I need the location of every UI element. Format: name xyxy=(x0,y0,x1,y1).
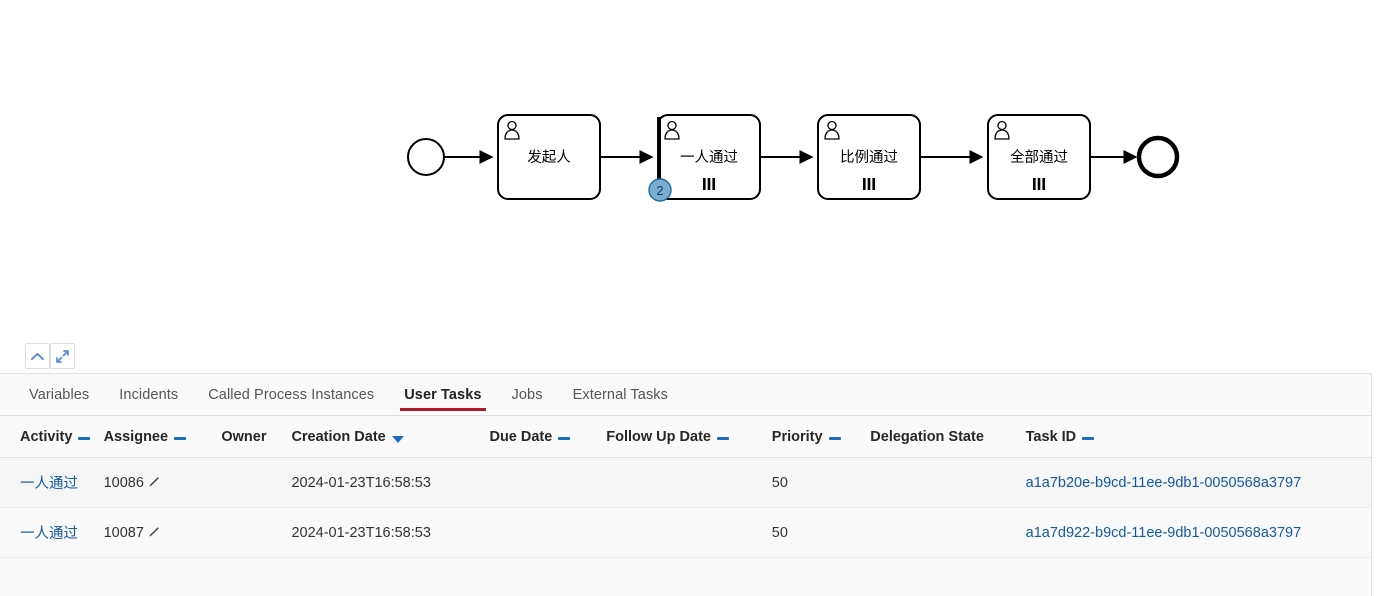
table-row[interactable]: 一人通过 10087 2024-01-23T1 xyxy=(0,507,1371,558)
sort-dash-icon[interactable] xyxy=(716,436,729,440)
task-yirentongguo[interactable]: 一人通过 2 xyxy=(648,114,761,202)
activity-link[interactable]: 一人通过 xyxy=(20,476,78,492)
chevron-up-icon xyxy=(31,352,44,361)
tab-label: External Tasks xyxy=(572,386,669,403)
user-task-icon xyxy=(504,120,520,140)
user-task-icon xyxy=(664,120,680,140)
collapse-panel-button[interactable] xyxy=(25,343,50,369)
tab-label: Jobs xyxy=(511,386,543,403)
detail-tabs: Variables Incidents Called Process Insta… xyxy=(0,374,1371,416)
task-quanbutongguo-label: 全部通过 xyxy=(1010,148,1068,166)
tab-label: Variables xyxy=(29,386,90,403)
column-label: Activity xyxy=(20,429,73,445)
user-task-icon xyxy=(824,120,840,140)
user-tasks-table-wrapper: Activity Assignee Owner Creation Date Du… xyxy=(0,416,1371,596)
parallel-multi-instance-icon xyxy=(703,178,715,190)
cell-assignee: 10086 xyxy=(103,457,222,508)
tab-label: Incidents xyxy=(119,386,179,403)
column-header-assignee[interactable]: Assignee xyxy=(103,416,222,458)
end-event[interactable] xyxy=(1136,135,1180,179)
column-label: Creation Date xyxy=(291,429,386,445)
cell-delegation-state xyxy=(870,507,1026,558)
cell-due-date xyxy=(489,457,607,508)
column-header-follow-up-date[interactable]: Follow Up Date xyxy=(606,416,772,458)
start-event[interactable] xyxy=(407,138,445,176)
user-tasks-table: Activity Assignee Owner Creation Date Du… xyxy=(0,416,1371,558)
sort-dash-icon[interactable] xyxy=(1082,436,1095,440)
panel-toolbar xyxy=(0,340,1384,373)
column-header-activity[interactable]: Activity xyxy=(0,416,104,458)
user-task-icon xyxy=(994,120,1010,140)
column-header-priority[interactable]: Priority xyxy=(771,416,871,458)
cell-activity: 一人通过 xyxy=(0,457,104,508)
tab-incidents[interactable]: Incidents xyxy=(104,374,193,415)
assignee-value: 10087 xyxy=(103,524,144,541)
cell-task-id: a1a7d922-b9cd-11ee-9db1-0050568a3797 xyxy=(1025,507,1371,558)
cell-due-date xyxy=(489,507,607,558)
assignee-value: 10086 xyxy=(103,474,144,491)
cell-owner xyxy=(221,507,292,558)
table-header-row: Activity Assignee Owner Creation Date Du… xyxy=(0,416,1371,458)
tab-external-tasks[interactable]: External Tasks xyxy=(558,374,683,415)
task-bilitongguo-label: 比例通过 xyxy=(840,149,898,166)
sort-descending-icon[interactable] xyxy=(391,435,404,443)
column-label: Assignee xyxy=(103,429,169,445)
cell-task-id: a1a7b20e-b9cd-11ee-9db1-0050568a3797 xyxy=(1025,457,1371,508)
task-id-link[interactable]: a1a7b20e-b9cd-11ee-9db1-0050568a3797 xyxy=(1025,474,1302,491)
cell-owner xyxy=(221,457,292,508)
column-label: Priority xyxy=(771,429,823,445)
tab-label: Called Process Instances xyxy=(208,386,375,403)
column-header-owner[interactable]: Owner xyxy=(221,416,292,458)
sort-dash-icon[interactable] xyxy=(174,436,187,440)
table-row[interactable]: 一人通过 10086 2024-01-23T1 xyxy=(0,457,1371,508)
task-quanbutongguo[interactable]: 全部通过 xyxy=(987,114,1091,200)
cell-priority: 50 xyxy=(771,507,871,558)
cell-follow-up-date xyxy=(606,507,772,558)
cell-follow-up-date xyxy=(606,457,772,508)
cell-creation-date: 2024-01-23T16:58:53 xyxy=(291,457,490,508)
task-bilitongguo[interactable]: 比例通过 xyxy=(817,114,921,200)
tab-label: User Tasks xyxy=(404,386,482,403)
column-header-delegation-state[interactable]: Delegation State xyxy=(870,416,1026,458)
column-header-creation-date[interactable]: Creation Date xyxy=(291,416,490,458)
sort-dash-icon[interactable] xyxy=(828,436,841,440)
column-label: Due Date xyxy=(489,429,553,445)
column-label: Follow Up Date xyxy=(606,429,711,445)
edit-assignee-icon[interactable] xyxy=(147,526,160,543)
task-faqiren-label: 发起人 xyxy=(527,149,571,166)
parallel-multi-instance-icon xyxy=(863,178,875,190)
column-label: Task ID xyxy=(1025,429,1077,445)
cell-priority: 50 xyxy=(771,457,871,508)
task-faqiren[interactable]: 发起人 xyxy=(497,114,601,200)
tab-jobs[interactable]: Jobs xyxy=(497,374,558,415)
column-label: Owner xyxy=(221,429,267,445)
activity-link[interactable]: 一人通过 xyxy=(20,526,78,542)
tab-called-process-instances[interactable]: Called Process Instances xyxy=(193,374,389,415)
cell-creation-date: 2024-01-23T16:58:53 xyxy=(291,507,490,558)
column-label: Delegation State xyxy=(870,429,984,445)
tab-user-tasks[interactable]: User Tasks xyxy=(389,374,496,415)
sort-dash-icon[interactable] xyxy=(78,436,91,440)
cell-delegation-state xyxy=(870,457,1026,508)
column-header-due-date[interactable]: Due Date xyxy=(489,416,607,458)
bpmn-diagram-canvas[interactable]: 发起人 一人通过 2 xyxy=(0,0,1384,340)
tab-variables[interactable]: Variables xyxy=(14,374,104,415)
parallel-multi-instance-icon xyxy=(1033,178,1045,190)
instance-count-badge[interactable]: 2 xyxy=(648,178,672,202)
column-header-task-id[interactable]: Task ID xyxy=(1025,416,1371,458)
expand-panel-button[interactable] xyxy=(50,343,75,369)
expand-icon xyxy=(56,349,69,363)
instance-details-panel: Variables Incidents Called Process Insta… xyxy=(0,373,1372,596)
instance-count-badge-label: 2 xyxy=(657,184,664,198)
cell-activity: 一人通过 xyxy=(0,507,104,558)
sort-dash-icon[interactable] xyxy=(558,436,571,440)
task-id-link[interactable]: a1a7d922-b9cd-11ee-9db1-0050568a3797 xyxy=(1025,524,1302,541)
task-yirentongguo-label: 一人通过 xyxy=(680,149,738,166)
cell-assignee: 10087 xyxy=(103,507,222,558)
edit-assignee-icon[interactable] xyxy=(147,476,160,493)
